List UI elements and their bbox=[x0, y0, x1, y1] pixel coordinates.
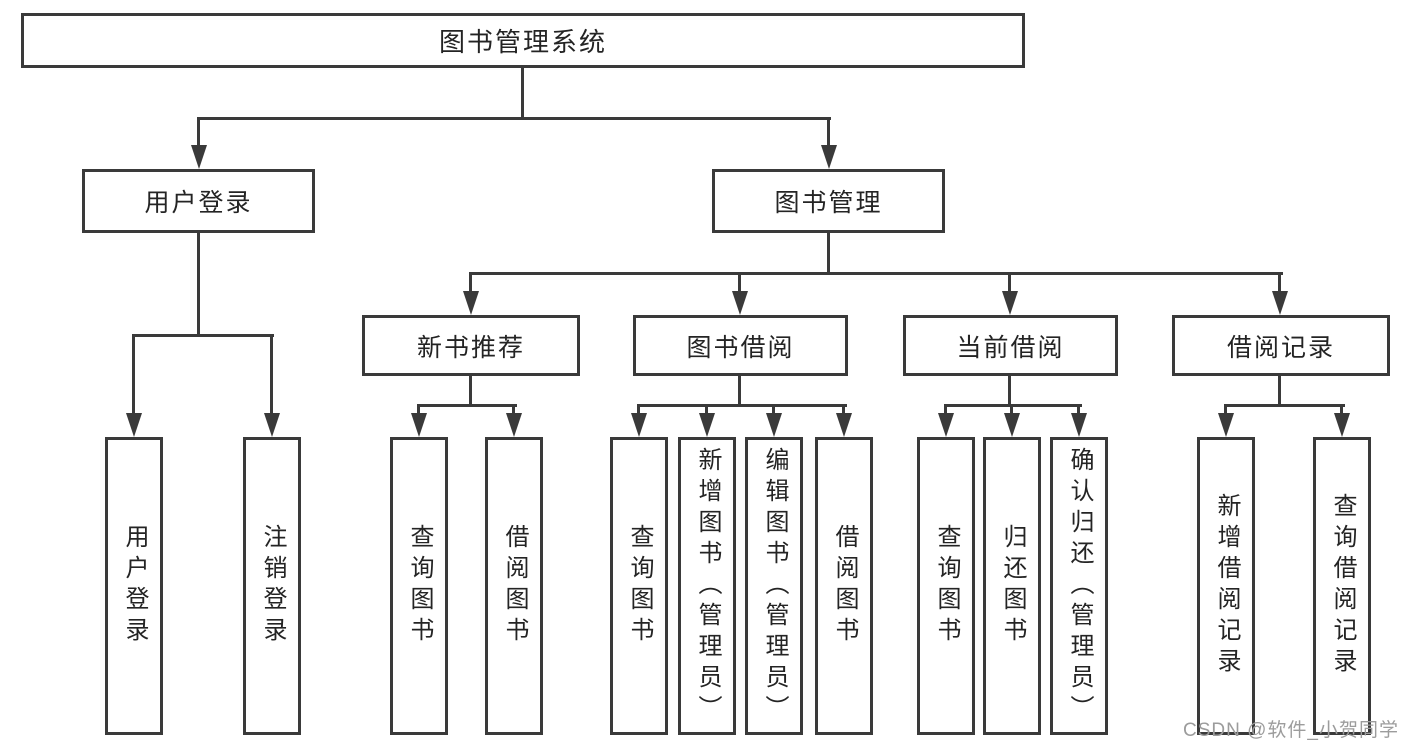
connector-line bbox=[705, 404, 708, 416]
connector-line bbox=[827, 233, 830, 275]
arrowhead-down bbox=[126, 413, 142, 437]
leaf-edit-book-admin: 编辑图书（管理员） bbox=[745, 437, 803, 735]
node-current-borrow-label: 当前借阅 bbox=[956, 333, 1065, 362]
node-book-management: 图书管理 bbox=[712, 169, 945, 233]
arrowhead-down bbox=[506, 413, 522, 437]
connector-line bbox=[197, 117, 200, 147]
arrowhead-down bbox=[699, 413, 715, 437]
connector-line bbox=[944, 404, 1082, 407]
leaf-add-book-admin: 新增图书（管理员） bbox=[678, 437, 736, 735]
arrowhead-down bbox=[1071, 413, 1087, 437]
arrowhead-down bbox=[1272, 291, 1288, 315]
arrowhead-down bbox=[821, 145, 837, 169]
connector-line bbox=[521, 68, 524, 118]
leaf-confirm-return-admin: 确认归还（管理员） bbox=[1050, 437, 1108, 735]
arrowhead-down bbox=[191, 145, 207, 169]
connector-line bbox=[1340, 404, 1343, 416]
node-current-borrow: 当前借阅 bbox=[903, 315, 1118, 376]
leaf-query-borrow-record: 查询借阅记录 bbox=[1313, 437, 1371, 735]
leaf-query-books-1: 查询图书 bbox=[390, 437, 448, 735]
leaf-edit-book-admin-label: 编辑图书（管理员） bbox=[761, 446, 788, 726]
leaf-user-login-label: 用户登录 bbox=[121, 524, 148, 648]
connector-line bbox=[270, 334, 273, 416]
connector-line bbox=[417, 404, 517, 407]
arrowhead-down bbox=[836, 413, 852, 437]
arrowhead-down bbox=[463, 291, 479, 315]
leaf-user-login: 用户登录 bbox=[105, 437, 163, 735]
leaf-return-book: 归还图书 bbox=[983, 437, 1041, 735]
leaf-return-book-label: 归还图书 bbox=[999, 524, 1026, 648]
connector-line bbox=[1010, 404, 1013, 416]
leaf-add-borrow-record-label: 新增借阅记录 bbox=[1213, 493, 1240, 679]
connector-line bbox=[197, 117, 831, 120]
leaf-add-borrow-record: 新增借阅记录 bbox=[1197, 437, 1255, 735]
leaf-borrow-books-1: 借阅图书 bbox=[485, 437, 543, 735]
node-root-label: 图书管理系统 bbox=[438, 27, 607, 57]
connector-line bbox=[637, 404, 640, 416]
connector-line bbox=[1278, 376, 1281, 407]
arrowhead-down bbox=[1002, 291, 1018, 315]
connector-line bbox=[469, 376, 472, 407]
leaf-query-books-2: 查询图书 bbox=[610, 437, 668, 735]
arrowhead-down bbox=[1004, 413, 1020, 437]
arrowhead-down bbox=[938, 413, 954, 437]
node-user-login: 用户登录 bbox=[82, 169, 315, 233]
node-user-login-label: 用户登录 bbox=[144, 189, 253, 217]
connector-line bbox=[469, 272, 1283, 275]
connector-line bbox=[1008, 272, 1011, 294]
connector-line bbox=[1278, 272, 1281, 294]
connector-line bbox=[842, 404, 845, 416]
connector-line bbox=[1224, 404, 1345, 407]
connector-line bbox=[1224, 404, 1227, 416]
connector-line bbox=[132, 334, 274, 337]
node-book-borrow-label: 图书借阅 bbox=[686, 333, 795, 362]
connector-line bbox=[827, 117, 830, 147]
arrowhead-down bbox=[732, 291, 748, 315]
connector-line bbox=[197, 233, 200, 337]
node-new-book-recommend-label: 新书推荐 bbox=[416, 333, 525, 362]
leaf-add-book-admin-label: 新增图书（管理员） bbox=[694, 446, 721, 726]
connector-line bbox=[738, 272, 741, 294]
connector-line bbox=[944, 404, 947, 416]
connector-line bbox=[772, 404, 775, 416]
leaf-query-books-3: 查询图书 bbox=[917, 437, 975, 735]
watermark-text: CSDN @软件_小贺同学 bbox=[1183, 720, 1399, 741]
arrowhead-down bbox=[766, 413, 782, 437]
connector-line bbox=[417, 404, 420, 416]
leaf-query-books-2-label: 查询图书 bbox=[626, 524, 653, 648]
leaf-logout: 注销登录 bbox=[243, 437, 301, 735]
leaf-logout-label: 注销登录 bbox=[259, 524, 286, 648]
leaf-query-borrow-record-label: 查询借阅记录 bbox=[1329, 493, 1356, 679]
node-new-book-recommend: 新书推荐 bbox=[362, 315, 580, 376]
node-book-management-label: 图书管理 bbox=[774, 189, 883, 217]
node-borrow-records-label: 借阅记录 bbox=[1226, 333, 1335, 362]
arrowhead-down bbox=[264, 413, 280, 437]
connector-line bbox=[469, 272, 472, 294]
arrowhead-down bbox=[411, 413, 427, 437]
leaf-borrow-books-1-label: 借阅图书 bbox=[501, 524, 528, 648]
connector-line bbox=[637, 404, 847, 407]
arrowhead-down bbox=[1218, 413, 1234, 437]
arrowhead-down bbox=[1334, 413, 1350, 437]
connector-line bbox=[1077, 404, 1080, 416]
leaf-query-books-3-label: 查询图书 bbox=[933, 524, 960, 648]
node-root: 图书管理系统 bbox=[21, 13, 1025, 68]
arrowhead-down bbox=[631, 413, 647, 437]
leaf-query-books-1-label: 查询图书 bbox=[406, 524, 433, 648]
leaf-confirm-return-admin-label: 确认归还（管理员） bbox=[1066, 446, 1093, 726]
leaf-borrow-books-2: 借阅图书 bbox=[815, 437, 873, 735]
connector-line bbox=[1008, 376, 1011, 407]
connector-line bbox=[132, 334, 135, 416]
node-borrow-records: 借阅记录 bbox=[1172, 315, 1390, 376]
connector-line bbox=[738, 376, 741, 407]
leaf-borrow-books-2-label: 借阅图书 bbox=[831, 524, 858, 648]
node-book-borrow: 图书借阅 bbox=[633, 315, 848, 376]
connector-line bbox=[512, 404, 515, 416]
